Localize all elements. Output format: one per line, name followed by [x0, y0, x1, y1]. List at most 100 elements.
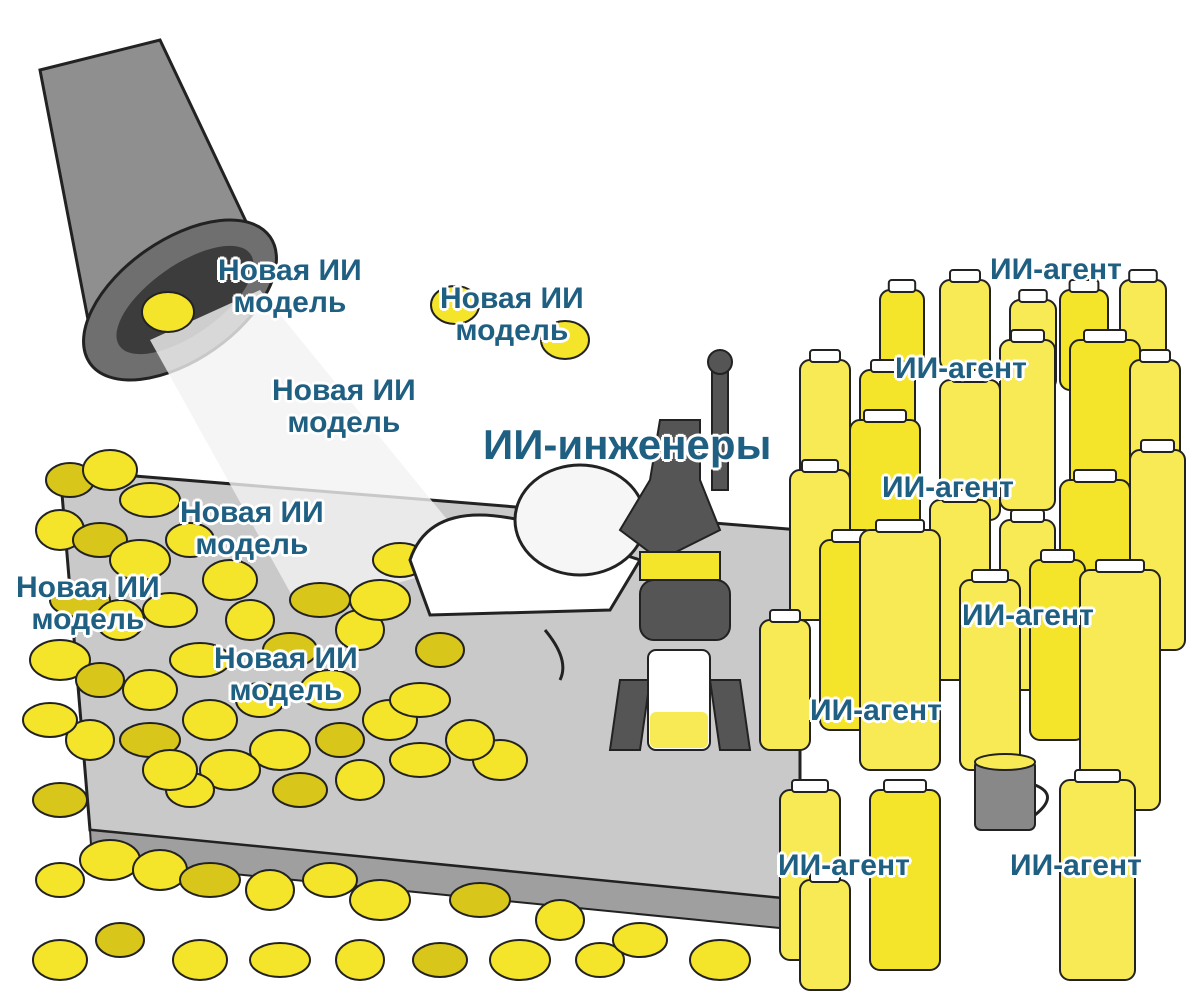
- jar-lid: [801, 459, 839, 473]
- jar-lid: [791, 779, 829, 793]
- lemon: [22, 702, 78, 738]
- lemon: [302, 862, 358, 898]
- lemon: [262, 632, 318, 668]
- juice-jars: [759, 269, 1186, 991]
- lemon: [165, 522, 215, 558]
- lemon: [32, 939, 88, 981]
- engineers-label: ИИ-инженеры: [483, 421, 772, 468]
- agent-label-1: ИИ-агент: [990, 253, 1122, 286]
- lemon: [225, 599, 275, 641]
- lemon: [245, 869, 295, 911]
- jar-lid: [1068, 279, 1100, 293]
- agent-label-3: ИИ-агент: [882, 471, 1014, 504]
- lemon: [119, 482, 181, 518]
- falling-lemons: [141, 285, 590, 360]
- lemon: [95, 599, 145, 641]
- lemon: [182, 699, 238, 741]
- lemon: [199, 749, 261, 791]
- jar-lid: [809, 869, 841, 883]
- lemon: [79, 839, 141, 881]
- jar-lid: [769, 609, 801, 623]
- agent-label-4: ИИ-агент: [962, 599, 1094, 632]
- lemon: [689, 939, 751, 981]
- lemon: [132, 849, 188, 891]
- lemon: [169, 642, 231, 678]
- juice-jar: [859, 529, 941, 771]
- cup: [974, 753, 1049, 831]
- jar-lid: [870, 359, 905, 373]
- lemon: [315, 722, 365, 758]
- lemon: [389, 682, 451, 718]
- jar-lid: [809, 349, 841, 363]
- lemon: [82, 449, 138, 491]
- jar-lid: [941, 489, 979, 503]
- lemon: [349, 879, 411, 921]
- jar-lid: [1083, 329, 1127, 343]
- juicer-press: [608, 349, 752, 751]
- jar-lid: [863, 409, 907, 423]
- lemon: [179, 862, 241, 898]
- lemon: [449, 882, 511, 918]
- juice-jar: [799, 879, 851, 991]
- jar-lid: [883, 779, 927, 793]
- agent-label-7: ИИ-агент: [1010, 849, 1142, 882]
- jar-lid: [887, 279, 917, 293]
- lemon-pile: [22, 449, 751, 981]
- jar-lid: [1128, 269, 1158, 283]
- slumped-engineer: [408, 463, 647, 681]
- lemon: [272, 772, 328, 808]
- jar-lid: [1010, 509, 1045, 523]
- lemon: [289, 582, 351, 618]
- lemon: [32, 782, 88, 818]
- jar-lid: [1074, 769, 1121, 783]
- lemon: [489, 939, 551, 981]
- lemon: [575, 942, 625, 978]
- lemon: [122, 669, 178, 711]
- jar-lid: [1018, 289, 1048, 303]
- lemon: [142, 749, 198, 791]
- lemon: [65, 719, 115, 761]
- lemon: [445, 719, 495, 761]
- lemon: [142, 592, 198, 628]
- agent-label-5: ИИ-агент: [810, 694, 942, 727]
- juice-jar: [759, 619, 811, 751]
- lemon: [109, 539, 171, 581]
- lemon: [412, 942, 468, 978]
- agent-label-2: ИИ-агент: [895, 352, 1027, 385]
- jar-lid: [951, 369, 989, 383]
- jar-lid: [1073, 469, 1117, 483]
- lemon: [299, 669, 361, 711]
- lemon: [95, 922, 145, 958]
- lemon: [172, 939, 228, 981]
- agent-label-6: ИИ-агент: [778, 849, 910, 882]
- lemon: [335, 759, 385, 801]
- lemon: [415, 632, 465, 668]
- lemon: [72, 522, 128, 558]
- lemon: [29, 639, 91, 681]
- lemon: [202, 559, 258, 601]
- jar-lid: [1010, 329, 1045, 343]
- lemon: [612, 922, 668, 958]
- lemon: [49, 582, 111, 618]
- jar-lid: [971, 569, 1009, 583]
- jar-lid: [875, 519, 925, 533]
- lemon: [75, 662, 125, 698]
- jar-lid: [1095, 559, 1145, 573]
- jar-lid: [1140, 439, 1175, 453]
- jar-lid: [1040, 549, 1075, 563]
- jar-lid: [949, 269, 981, 283]
- lemon: [235, 682, 285, 718]
- lemon: [349, 579, 411, 621]
- juice-jar: [1029, 559, 1086, 741]
- lemon: [249, 942, 311, 978]
- jar-lid: [1139, 349, 1171, 363]
- lemon: [535, 899, 585, 941]
